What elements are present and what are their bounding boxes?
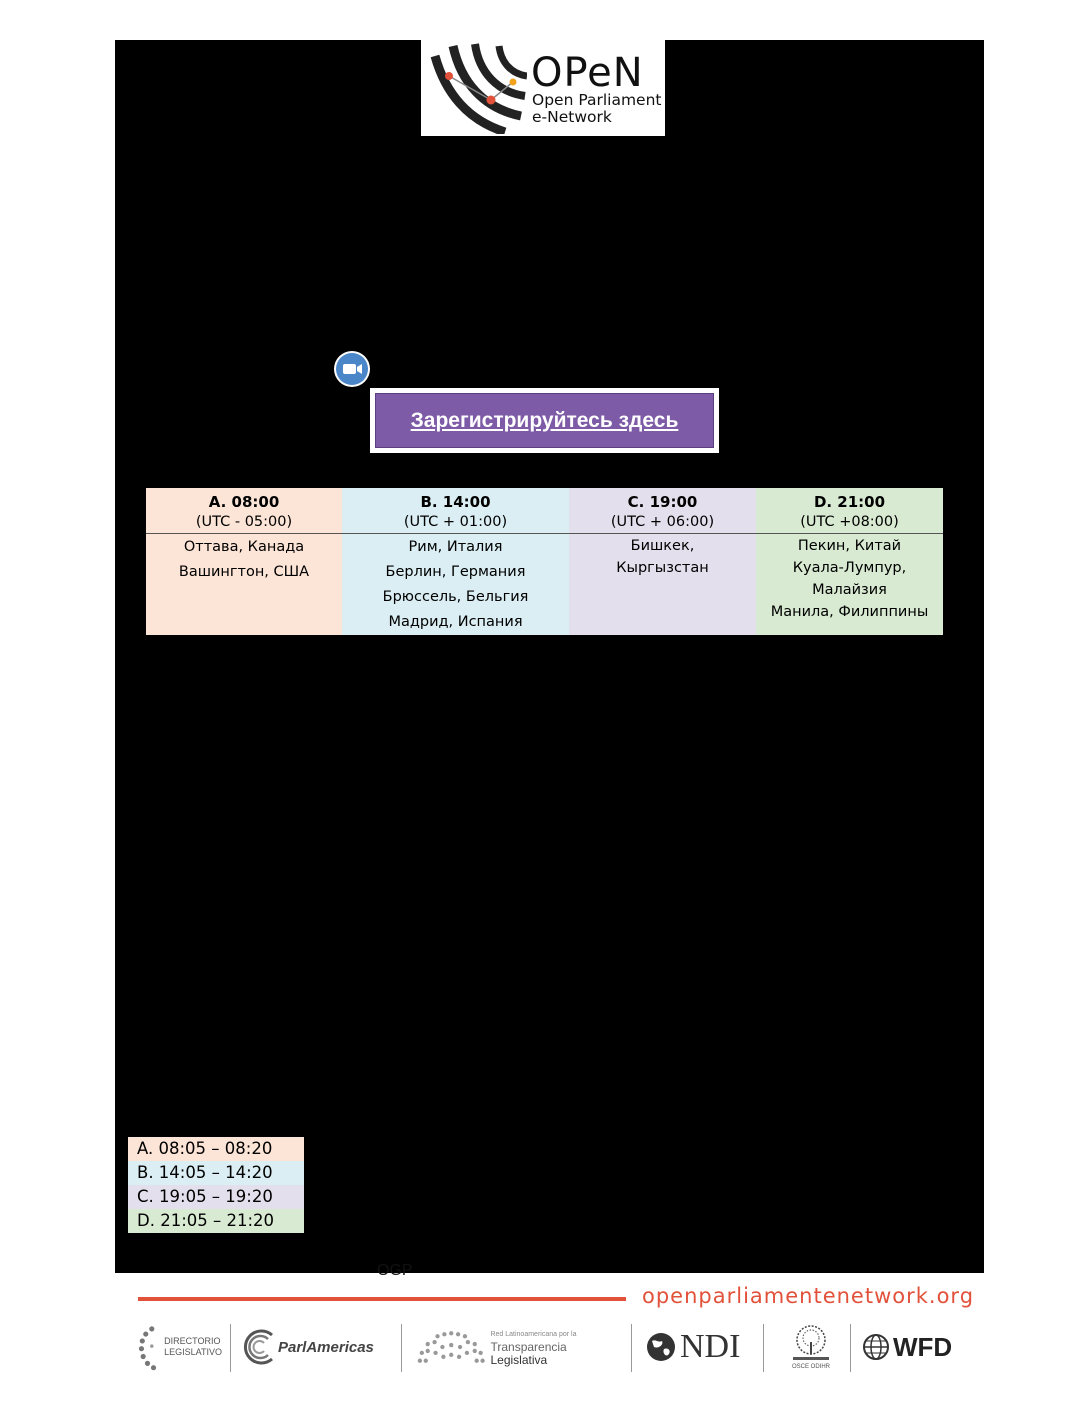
- tree-emblem-icon: [793, 1325, 829, 1360]
- logo-dot-red: [445, 72, 453, 80]
- city-label: Брюссель, Бельгия: [382, 589, 529, 605]
- logo-dot-gold: [509, 78, 517, 86]
- ndi-logo: NDI: [644, 1318, 754, 1376]
- red-latinoamericana-logo: Red Latinoamericana por la Transparencia…: [414, 1318, 624, 1376]
- city-label: Бишкек,: [630, 538, 695, 554]
- register-button-frame: Зарегистрируйтесь здесь: [370, 388, 719, 453]
- zoom-video-camera-icon[interactable]: [334, 351, 370, 387]
- city-label: Малайзия: [812, 582, 887, 598]
- wfd-logo: WFD: [862, 1318, 962, 1376]
- schedule-row-a: A. 08:05 – 08:20: [128, 1137, 304, 1161]
- schedule-row-b: B. 14:05 – 14:20: [128, 1161, 304, 1185]
- city-label: Мадрид, Испания: [388, 614, 523, 630]
- timezone-column-d: D. 21:00 (UTC +08:00) Пекин, Китай Куала…: [756, 488, 943, 635]
- open-logo-mark: [430, 43, 527, 134]
- schedule-row-d: D. 21:05 – 21:20: [128, 1209, 304, 1233]
- ogp-text: OGP: [377, 1262, 413, 1279]
- timezone-column-c: C. 19:00 (UTC + 06:00) Бишкек, Кыргызста…: [569, 488, 756, 635]
- wfd-globe-icon: [863, 1334, 889, 1360]
- logo-subtitle: Open Parliament e-Network: [532, 91, 662, 126]
- logo-wordmark: OPeN: [531, 50, 644, 96]
- session-schedule: A. 08:05 – 08:20 B. 14:05 – 14:20 C. 19:…: [128, 1137, 304, 1233]
- city-label: Рим, Италия: [408, 539, 503, 555]
- video-camera-icon: [343, 364, 362, 374]
- city-label: Вашингтон, США: [178, 564, 310, 580]
- register-button[interactable]: Зарегистрируйтесь здесь: [375, 393, 714, 448]
- partner-logos: DIRECTORIO LEGISLATIVO ParlAmericas Red …: [138, 1318, 968, 1376]
- parlamericas-swirl-icon: [243, 1329, 273, 1365]
- osce-odihr-logo: OSCE ODIHR: [776, 1318, 846, 1376]
- schedule-row-c: C. 19:05 – 19:20: [128, 1185, 304, 1209]
- website-link[interactable]: openparliamentenetwork.org: [642, 1284, 975, 1308]
- city-label: Куала-Лумпур,: [792, 560, 907, 576]
- city-label: Пекин, Китай: [797, 538, 902, 554]
- city-label: Берлин, Германия: [385, 564, 526, 580]
- hemicycle-dots-icon: [417, 1331, 485, 1363]
- logo-dot-red: [486, 95, 496, 105]
- table-header-divider: [146, 533, 943, 534]
- parlamericas-logo: ParlAmericas: [242, 1318, 394, 1376]
- city-label: Манила, Филиппины: [770, 604, 929, 620]
- footer-red-rule: [138, 1297, 626, 1301]
- dark-content-panel: [115, 40, 984, 1273]
- open-logo: OPeN Open Parliament e-Network: [421, 40, 665, 136]
- timezone-column-b: B. 14:00 (UTC + 01:00) Рим, Италия Берли…: [342, 488, 569, 635]
- timezone-column-a: A. 08:00 (UTC - 05:00) Оттава, Канада Ва…: [146, 488, 342, 635]
- directorio-dots-icon: [138, 1326, 157, 1371]
- city-label: Кыргызстан: [616, 560, 709, 576]
- city-label: Оттава, Канада: [183, 539, 305, 555]
- timezone-table: A. 08:00 (UTC - 05:00) Оттава, Канада Ва…: [146, 488, 943, 635]
- directorio-legislativo-logo: DIRECTORIO LEGISLATIVO: [138, 1318, 222, 1376]
- globe-icon: [647, 1333, 675, 1361]
